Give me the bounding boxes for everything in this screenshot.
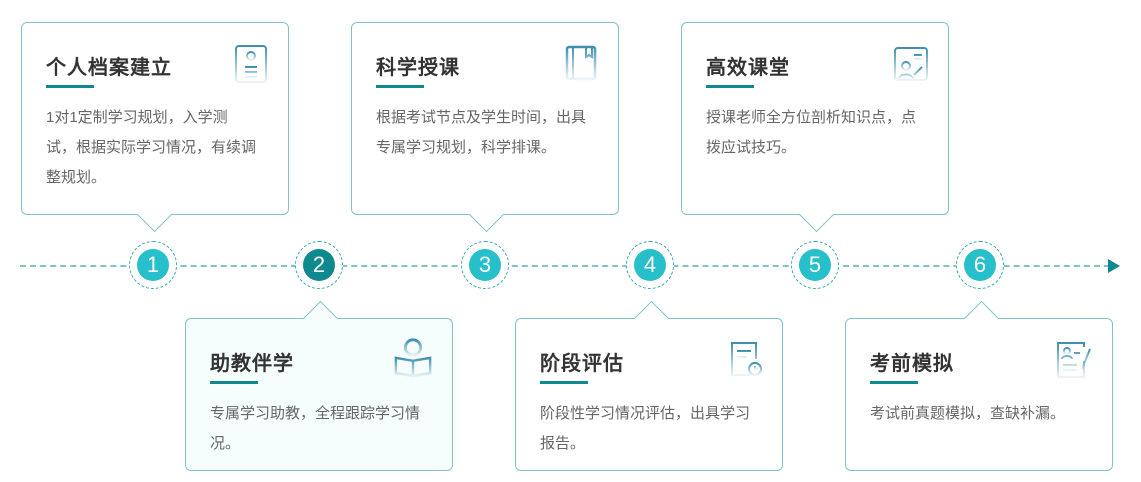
step-node-3[interactable]: 3 (461, 241, 509, 289)
step-title: 个人档案建立 (46, 57, 172, 79)
step-number: 4 (634, 249, 666, 281)
step-desc: 考试前真题模拟，查缺补漏。 (870, 405, 1066, 422)
title-underline (46, 85, 94, 88)
step-title: 高效课堂 (706, 57, 790, 79)
step-card-2[interactable]: 助教伴学 专属学习助教，全程跟踪学习情况。 (185, 300, 453, 471)
step-number: 5 (799, 249, 831, 281)
profile-card-icon (235, 45, 267, 83)
step-desc: 根据考试节点及学生时间，出具专属学习规划，科学排课。 (376, 109, 587, 156)
timeline-line (20, 265, 1110, 267)
step-title: 助教伴学 (210, 353, 294, 375)
step-number: 1 (137, 249, 169, 281)
report-clock-icon (731, 342, 762, 376)
step-title: 考前模拟 (870, 353, 954, 375)
step-desc: 1对1定制学习规划，入学测试，根据实际学习情况，有续调整规划。 (46, 109, 257, 186)
step-card-3[interactable]: 科学授课 根据考试节点及学生时间，出具专属学习规划，科学排课。 (351, 22, 619, 233)
title-underline (540, 381, 588, 384)
step-desc: 专属学习助教，全程跟踪学习情况。 (210, 405, 421, 452)
step-card-5[interactable]: 高效课堂 授课老师全方位剖析知识点，点拨应试技巧。 (681, 22, 949, 233)
reading-person-icon (394, 338, 432, 377)
card-pointer (798, 196, 835, 233)
step-number: 2 (303, 249, 335, 281)
card-pointer (468, 196, 505, 233)
teacher-board-icon (894, 47, 928, 81)
card-pointer (633, 300, 670, 337)
step-card-1[interactable]: 个人档案建立 1对1定制学习规划，入学测试，根据实际学习情况，有续调整规划。 (21, 22, 289, 233)
step-card-6[interactable]: 考前模拟 考试前真题模拟，查缺补漏。 (845, 300, 1113, 471)
exam-paper-icon (1057, 342, 1091, 378)
step-title: 科学授课 (376, 57, 460, 79)
book-icon (565, 45, 597, 81)
title-underline (870, 381, 918, 384)
card-pointer (302, 300, 339, 337)
step-number: 3 (469, 249, 501, 281)
step-desc: 阶段性学习情况评估，出具学习报告。 (540, 405, 751, 452)
card-pointer (963, 300, 1000, 337)
title-underline (376, 85, 424, 88)
card-pointer (136, 196, 173, 233)
step-number: 6 (964, 249, 996, 281)
step-title: 阶段评估 (540, 353, 624, 375)
title-underline (706, 85, 754, 88)
timeline-arrow-icon (1108, 259, 1120, 273)
title-underline (210, 381, 258, 384)
step-card-4[interactable]: 阶段评估 阶段性学习情况评估，出具学习报告。 (515, 300, 783, 471)
step-node-4[interactable]: 4 (626, 241, 674, 289)
step-node-1[interactable]: 1 (129, 241, 177, 289)
step-node-5[interactable]: 5 (791, 241, 839, 289)
step-node-6[interactable]: 6 (956, 241, 1004, 289)
step-desc: 授课老师全方位剖析知识点，点拨应试技巧。 (706, 109, 917, 156)
step-node-2[interactable]: 2 (295, 241, 343, 289)
